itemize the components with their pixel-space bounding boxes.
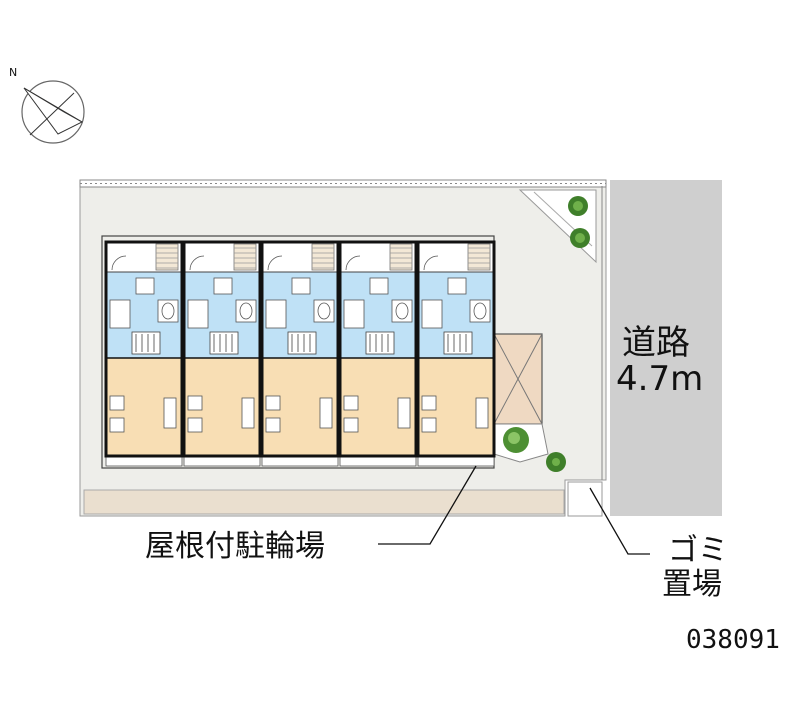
garbage-leader-line [589,487,650,555]
garbage-label: ゴミ [668,533,728,568]
bicycle-parking-area [83,489,565,515]
apartment-unit [182,240,262,467]
north-arrow-icon: N [9,66,85,144]
north-label: N [9,66,17,79]
tree-icon [568,196,590,248]
road [610,180,722,516]
parking-leader-line [378,465,477,545]
garbage-label-2: 置場 [662,567,722,602]
bicycle-parking-label: 屋根付駐輪場 [145,529,325,564]
road-width-label: 4.7m [616,359,703,399]
road-label: 道路 [622,323,690,363]
units [104,240,496,467]
apartment-unit [338,240,418,467]
tree-icon [493,423,566,472]
apartment-unit [104,240,184,467]
apartment-unit [416,240,496,467]
apartment-unit [260,240,340,467]
storage-shed [493,333,543,425]
property-code: 038091 [686,625,780,655]
